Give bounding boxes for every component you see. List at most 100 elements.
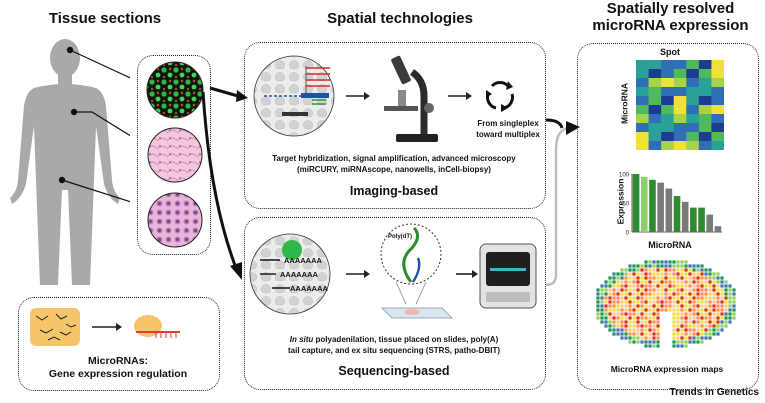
imaging-based-box	[244, 42, 546, 209]
map-spot	[640, 296, 644, 300]
heatmap-cell	[698, 123, 712, 133]
map-spot	[604, 292, 608, 296]
map-spot	[696, 316, 700, 320]
map-spot	[608, 320, 612, 324]
map-spot	[664, 268, 668, 272]
map-spot	[604, 284, 608, 288]
map-spot	[692, 312, 696, 316]
map-spot	[676, 292, 680, 296]
bar	[690, 207, 697, 232]
map-spot	[632, 296, 636, 300]
heatmap-cell	[686, 87, 700, 97]
map-spot	[704, 320, 708, 324]
map-spot	[660, 272, 664, 276]
map-spot	[720, 284, 724, 288]
map-spot	[644, 328, 648, 332]
map-spot	[604, 320, 608, 324]
map-spot	[668, 296, 672, 300]
map-spot	[692, 336, 696, 340]
imaging-illustration	[253, 55, 514, 142]
map-spot	[664, 280, 668, 284]
map-spot	[652, 304, 656, 308]
map-spot	[656, 316, 660, 320]
map-spot	[628, 264, 632, 268]
map-spot	[676, 276, 680, 280]
map-spot	[632, 304, 636, 308]
map-spot	[676, 268, 680, 272]
map-spot	[716, 308, 720, 312]
map-spot	[628, 324, 632, 328]
map-spot	[732, 304, 736, 308]
map-spot	[604, 280, 608, 284]
heatmap-cell	[698, 60, 712, 70]
map-spot	[708, 332, 712, 336]
map-spot	[604, 312, 608, 316]
map-spot	[632, 340, 636, 344]
map-spot	[624, 296, 628, 300]
map-spot	[680, 324, 684, 328]
heatmap-cell	[648, 114, 662, 124]
map-spot	[680, 344, 684, 348]
map-spot	[644, 296, 648, 300]
map-spot	[704, 328, 708, 332]
map-spot	[692, 320, 696, 324]
map-spot	[716, 304, 720, 308]
map-spot	[704, 332, 708, 336]
map-spot	[728, 300, 732, 304]
map-spot	[636, 288, 640, 292]
bar	[649, 179, 656, 232]
map-spot	[604, 308, 608, 312]
map-spot	[676, 312, 680, 316]
map-spot	[688, 308, 692, 312]
map-spot	[640, 320, 644, 324]
map-spot	[624, 300, 628, 304]
map-spot	[620, 316, 624, 320]
map-spot	[656, 276, 660, 280]
map-spot	[644, 344, 648, 348]
heatmap-cell	[711, 132, 724, 142]
heatmap-cell	[648, 123, 662, 133]
map-spot	[696, 336, 700, 340]
map-spot	[720, 288, 724, 292]
map-spot	[636, 328, 640, 332]
map-spot	[608, 288, 612, 292]
map-spot	[724, 308, 728, 312]
map-spot	[692, 280, 696, 284]
map-spot	[660, 284, 664, 288]
heatmap-cell	[673, 60, 687, 70]
map-spot	[672, 328, 676, 332]
map-spot	[696, 308, 700, 312]
heatmap-cell	[711, 114, 724, 124]
map-spot	[676, 340, 680, 344]
map-spot	[720, 308, 724, 312]
map-spot	[636, 320, 640, 324]
map-spot	[704, 336, 708, 340]
map-spot	[652, 316, 656, 320]
map-spot	[652, 268, 656, 272]
map-spot	[680, 304, 684, 308]
map-spot	[660, 268, 664, 272]
map-spot	[704, 292, 708, 296]
map-spot	[708, 308, 712, 312]
map-spot	[700, 292, 704, 296]
map-spot	[696, 312, 700, 316]
map-spot	[624, 308, 628, 312]
map-spot	[608, 312, 612, 316]
map-spot	[608, 324, 612, 328]
map-spot	[672, 336, 676, 340]
heatmap-cell	[636, 78, 649, 88]
map-spot	[648, 316, 652, 320]
bar	[698, 207, 705, 232]
map-spot	[628, 328, 632, 332]
map-spot	[636, 296, 640, 300]
map-spot	[676, 332, 680, 336]
map-spot	[600, 300, 604, 304]
heatmap-cell	[673, 69, 687, 79]
map-spot	[608, 328, 612, 332]
map-spot	[612, 276, 616, 280]
map-spot	[624, 280, 628, 284]
map-spot	[676, 344, 680, 348]
heatmap-cell	[636, 114, 649, 124]
map-spot	[692, 276, 696, 280]
map-spot	[656, 300, 660, 304]
